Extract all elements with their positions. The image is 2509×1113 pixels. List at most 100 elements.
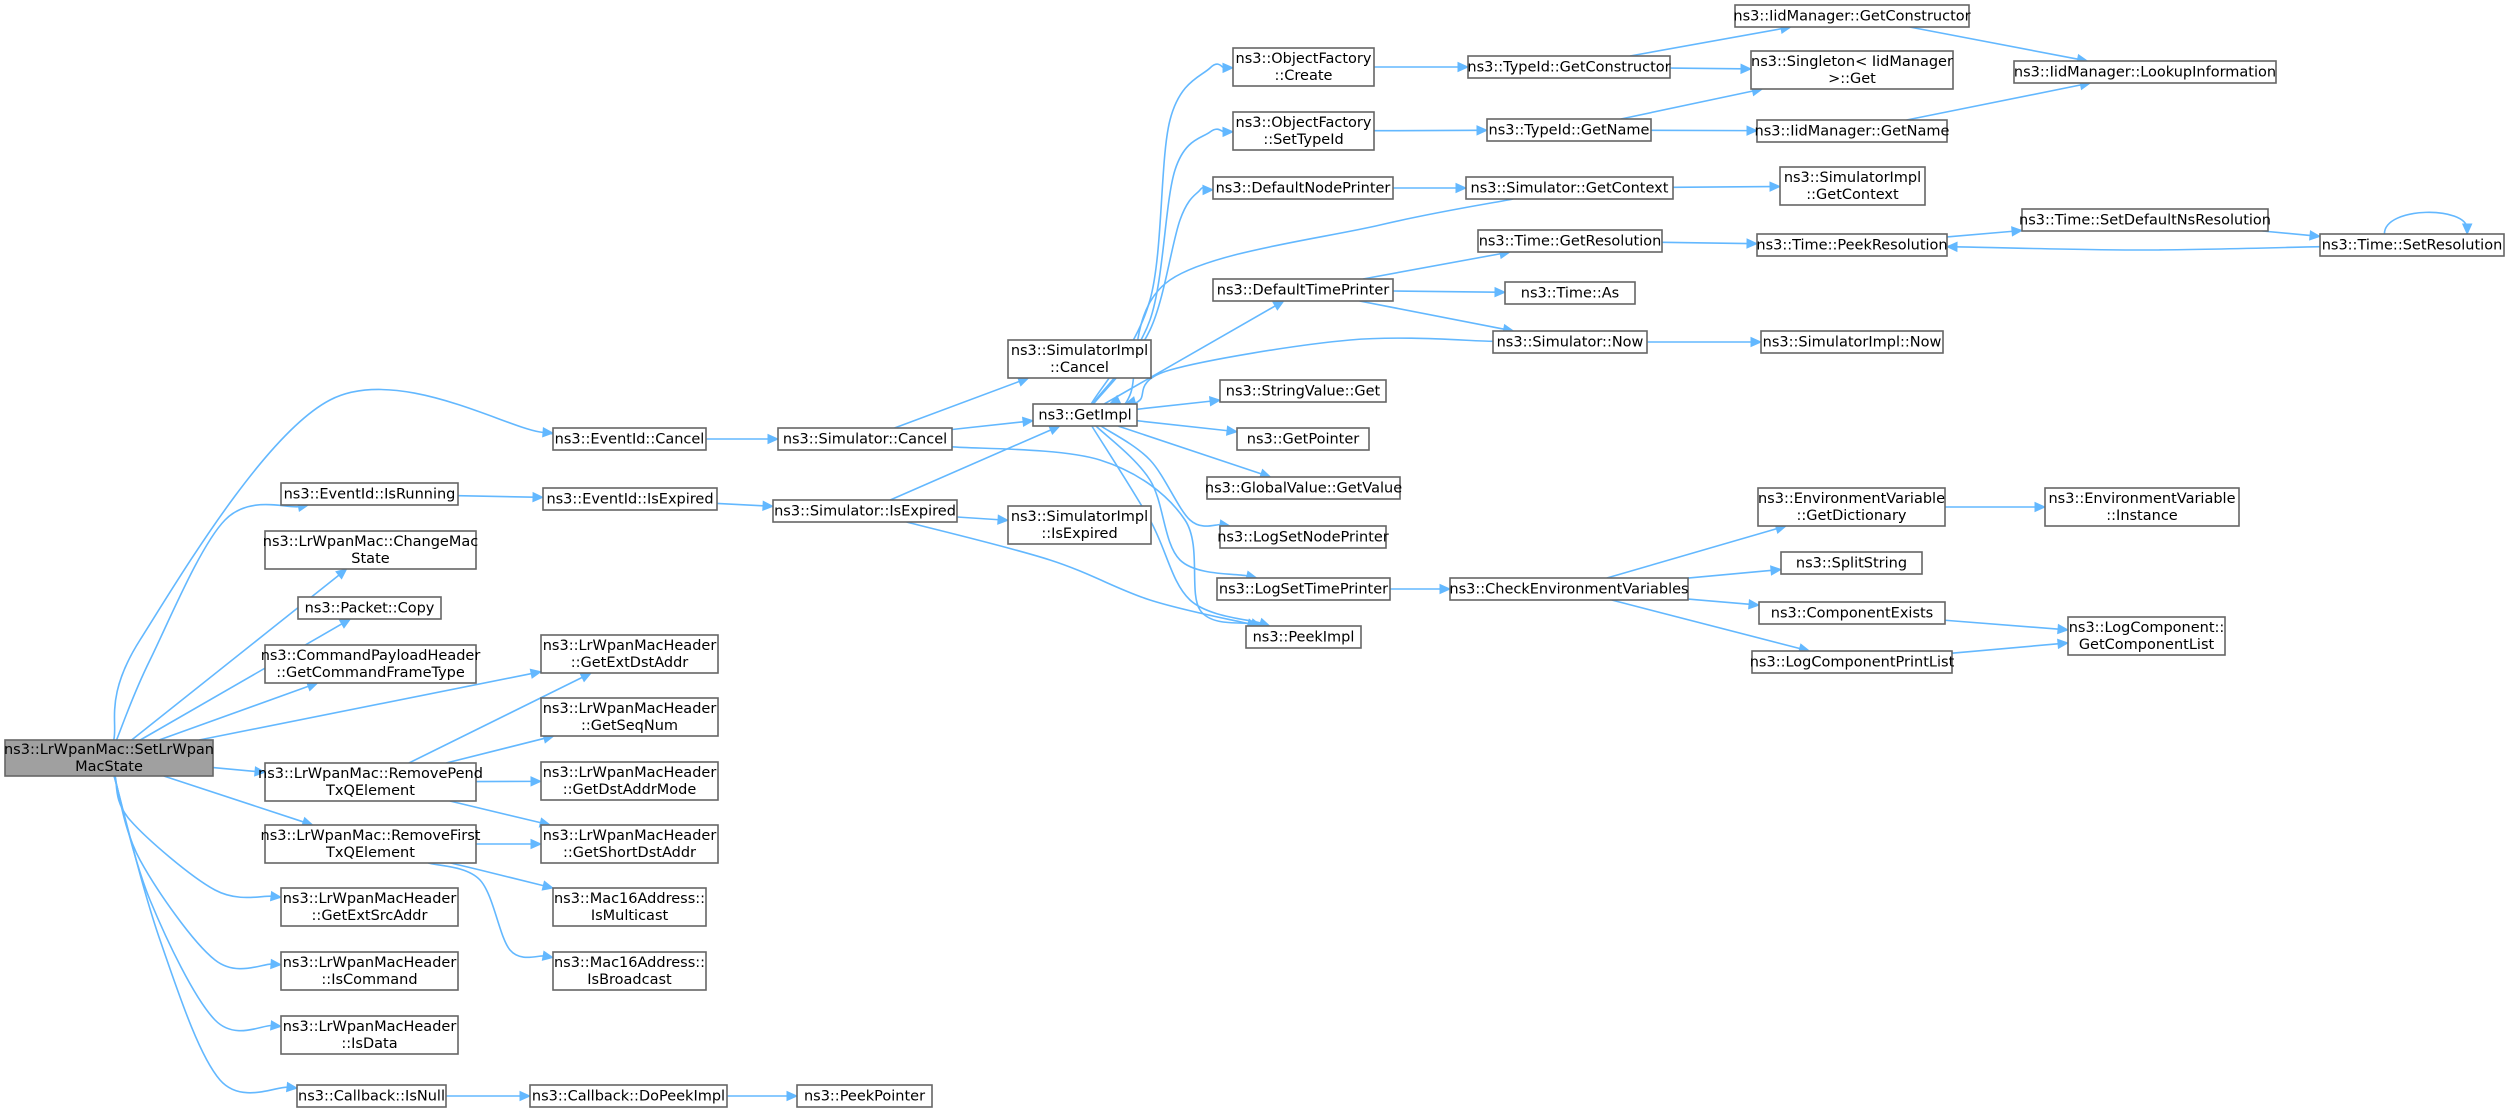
edge-getimpl-to-logtime xyxy=(1095,425,1258,581)
node-iidctor[interactable]: ns3::IidManager::GetConstructor xyxy=(1733,4,1971,28)
edge-setstate-to-extdst xyxy=(198,668,543,741)
node-label: ::SetTypeId xyxy=(1263,132,1343,148)
node-evexpired[interactable]: ns3::EventId::IsExpired xyxy=(542,487,718,511)
node-timeres[interactable]: ns3::Time::GetResolution xyxy=(1477,229,1663,253)
node-ofsettype[interactable]: ns3::ObjectFactory::SetTypeId xyxy=(1232,111,1375,151)
edge-setres-to-peekres xyxy=(1945,241,2321,253)
edge-deftime-to-simnow xyxy=(1359,300,1515,335)
node-label: GetComponentList xyxy=(2079,637,2215,653)
node-dstmode[interactable]: ns3::LrWpanMacHeader::GetDstAddrMode xyxy=(540,761,719,801)
edge-peekres-to-setdefns xyxy=(1946,226,2024,238)
node-evrunning[interactable]: ns3::EventId::IsRunning xyxy=(280,482,459,506)
node-envdict[interactable]: ns3::EnvironmentVariable::GetDictionary xyxy=(1757,487,1946,527)
node-logtime[interactable]: ns3::LogSetTimePrinter xyxy=(1216,577,1391,601)
node-multicast[interactable]: ns3::Mac16Address::IsMulticast xyxy=(552,887,707,927)
node-shortdst[interactable]: ns3::LrWpanMacHeader::GetShortDstAddr xyxy=(540,824,719,864)
node-dopeek[interactable]: ns3::Callback::DoPeekImpl xyxy=(529,1084,728,1108)
node-broadcast[interactable]: ns3::Mac16Address::IsBroadcast xyxy=(552,951,707,991)
node-label: ns3::ComponentExists xyxy=(1771,606,1934,622)
node-label: ns3::LrWpanMac::SetLrWpan xyxy=(4,742,214,758)
node-cbisnull[interactable]: ns3::Callback::IsNull xyxy=(296,1084,447,1108)
node-label: ns3::Simulator::IsExpired xyxy=(774,504,956,520)
edge-simcancel-to-getimpl xyxy=(951,416,1035,431)
node-logprint[interactable]: ns3::LogComponentPrintList xyxy=(1750,650,1955,674)
node-implctx[interactable]: ns3::SimulatorImpl::GetContext xyxy=(1779,166,1926,206)
node-label: ns3::LogSetNodePrinter xyxy=(1217,530,1389,546)
edge-removefirst-to-broadcast xyxy=(428,862,555,961)
node-gvget[interactable]: ns3::GlobalValue::GetValue xyxy=(1205,476,1402,500)
node-label: ::GetShortDstAddr xyxy=(563,845,696,861)
node-peekres[interactable]: ns3::Time::PeekResolution xyxy=(1756,233,1948,257)
node-label: ns3::EventId::Cancel xyxy=(555,432,705,448)
node-label: ns3::Callback::IsNull xyxy=(298,1089,445,1105)
node-implcancel[interactable]: ns3::SimulatorImpl::Cancel xyxy=(1007,339,1152,379)
node-implnow[interactable]: ns3::SimulatorImpl::Now xyxy=(1760,330,1944,354)
edge-compexists-to-complist xyxy=(1944,619,2070,635)
node-extsrc[interactable]: ns3::LrWpanMacHeader::GetExtSrcAddr xyxy=(280,887,459,927)
node-label: ns3::DefaultTimePrinter xyxy=(1217,283,1389,299)
edge-removepend-to-shortdst xyxy=(449,800,552,828)
node-label: ns3::SimulatorImpl xyxy=(1011,509,1148,525)
edge-getimpl-to-strget xyxy=(1136,396,1222,411)
edge-setstate-to-isdata xyxy=(113,775,283,1032)
node-lookup[interactable]: ns3::IidManager::LookupInformation xyxy=(2013,60,2277,84)
node-tidctor[interactable]: ns3::TypeId::GetConstructor xyxy=(1467,55,1671,79)
node-extdst[interactable]: ns3::LrWpanMacHeader::GetExtDstAddr xyxy=(540,634,719,674)
node-peekptr[interactable]: ns3::PeekPointer xyxy=(796,1084,933,1108)
node-pktcopy[interactable]: ns3::Packet::Copy xyxy=(297,596,442,620)
node-setres[interactable]: ns3::Time::SetResolution xyxy=(2319,233,2505,257)
edge-setstate-to-evcancel xyxy=(112,388,558,741)
node-label: ns3::Time::PeekResolution xyxy=(1756,238,1947,254)
node-label: IsBroadcast xyxy=(587,972,672,988)
node-checkenv[interactable]: ns3::CheckEnvironmentVariables xyxy=(1449,577,1689,601)
node-label: ns3::CommandPayloadHeader xyxy=(261,648,481,664)
node-timeas[interactable]: ns3::Time::As xyxy=(1504,281,1636,305)
node-label: ns3::PeekImpl xyxy=(1253,630,1355,646)
node-label: ns3::LrWpanMac::RemoveFirst xyxy=(261,828,481,844)
node-label: ns3::Simulator::Cancel xyxy=(783,432,947,448)
node-iidname[interactable]: ns3::IidManager::GetName xyxy=(1755,119,1950,143)
node-lognode[interactable]: ns3::LogSetNodePrinter xyxy=(1217,525,1389,549)
node-getptr[interactable]: ns3::GetPointer xyxy=(1236,427,1370,451)
node-label: ns3::PeekPointer xyxy=(804,1089,925,1105)
node-simexpired[interactable]: ns3::Simulator::IsExpired xyxy=(772,499,958,523)
node-iscommand[interactable]: ns3::LrWpanMacHeader::IsCommand xyxy=(280,951,459,991)
node-peekimpl[interactable]: ns3::PeekImpl xyxy=(1245,625,1362,649)
edge-timeres-to-peekres xyxy=(1661,238,1759,249)
node-setdefns[interactable]: ns3::Time::SetDefaultNsResolution xyxy=(2019,208,2271,232)
node-label: ::GetDstAddrMode xyxy=(563,782,697,798)
edge-tidctor-to-singleton xyxy=(1669,63,1753,75)
node-implexpired[interactable]: ns3::SimulatorImpl::IsExpired xyxy=(1007,505,1152,545)
node-singleton[interactable]: ns3::Singleton< IidManager >::Get xyxy=(1750,50,1954,90)
node-simctx[interactable]: ns3::Simulator::GetContext xyxy=(1465,176,1674,200)
node-defnode[interactable]: ns3::DefaultNodePrinter xyxy=(1212,176,1394,200)
node-label: ns3::EnvironmentVariable xyxy=(2048,491,2235,507)
node-strget[interactable]: ns3::StringValue::Get xyxy=(1219,379,1387,403)
node-cmdframe[interactable]: ns3::CommandPayloadHeader::GetCommandFra… xyxy=(261,644,481,684)
edge-simexpired-to-implexpired xyxy=(956,514,1010,525)
node-seqnum[interactable]: ns3::LrWpanMacHeader::GetSeqNum xyxy=(540,697,719,737)
node-deftime[interactable]: ns3::DefaultTimePrinter xyxy=(1212,278,1394,302)
node-envinst[interactable]: ns3::EnvironmentVariable::Instance xyxy=(2044,487,2240,527)
node-label: IsMulticast xyxy=(591,908,669,924)
node-simcancel[interactable]: ns3::Simulator::Cancel xyxy=(777,427,953,451)
node-splitstr[interactable]: ns3::SplitString xyxy=(1780,551,1923,575)
node-label: ::GetExtDstAddr xyxy=(571,655,689,671)
node-complist[interactable]: ns3::LogComponent::GetComponentList xyxy=(2067,616,2226,656)
node-label: ns3::LrWpanMacHeader xyxy=(543,765,717,781)
node-ofcreate[interactable]: ns3::ObjectFactory::Create xyxy=(1232,47,1375,87)
node-tidname[interactable]: ns3::TypeId::GetName xyxy=(1486,118,1652,142)
edge-checkenv-to-compexists xyxy=(1687,598,1761,610)
node-label: ns3::GetImpl xyxy=(1038,408,1131,424)
node-isdata[interactable]: ns3::LrWpanMacHeader::IsData xyxy=(280,1015,459,1055)
node-getimpl[interactable]: ns3::GetImpl xyxy=(1032,403,1138,427)
node-label: ns3::TypeId::GetConstructor xyxy=(1467,60,1670,76)
node-evcancel[interactable]: ns3::EventId::Cancel xyxy=(552,427,707,451)
node-simnow[interactable]: ns3::Simulator::Now xyxy=(1492,330,1648,354)
node-compexists[interactable]: ns3::ComponentExists xyxy=(1758,601,1946,625)
